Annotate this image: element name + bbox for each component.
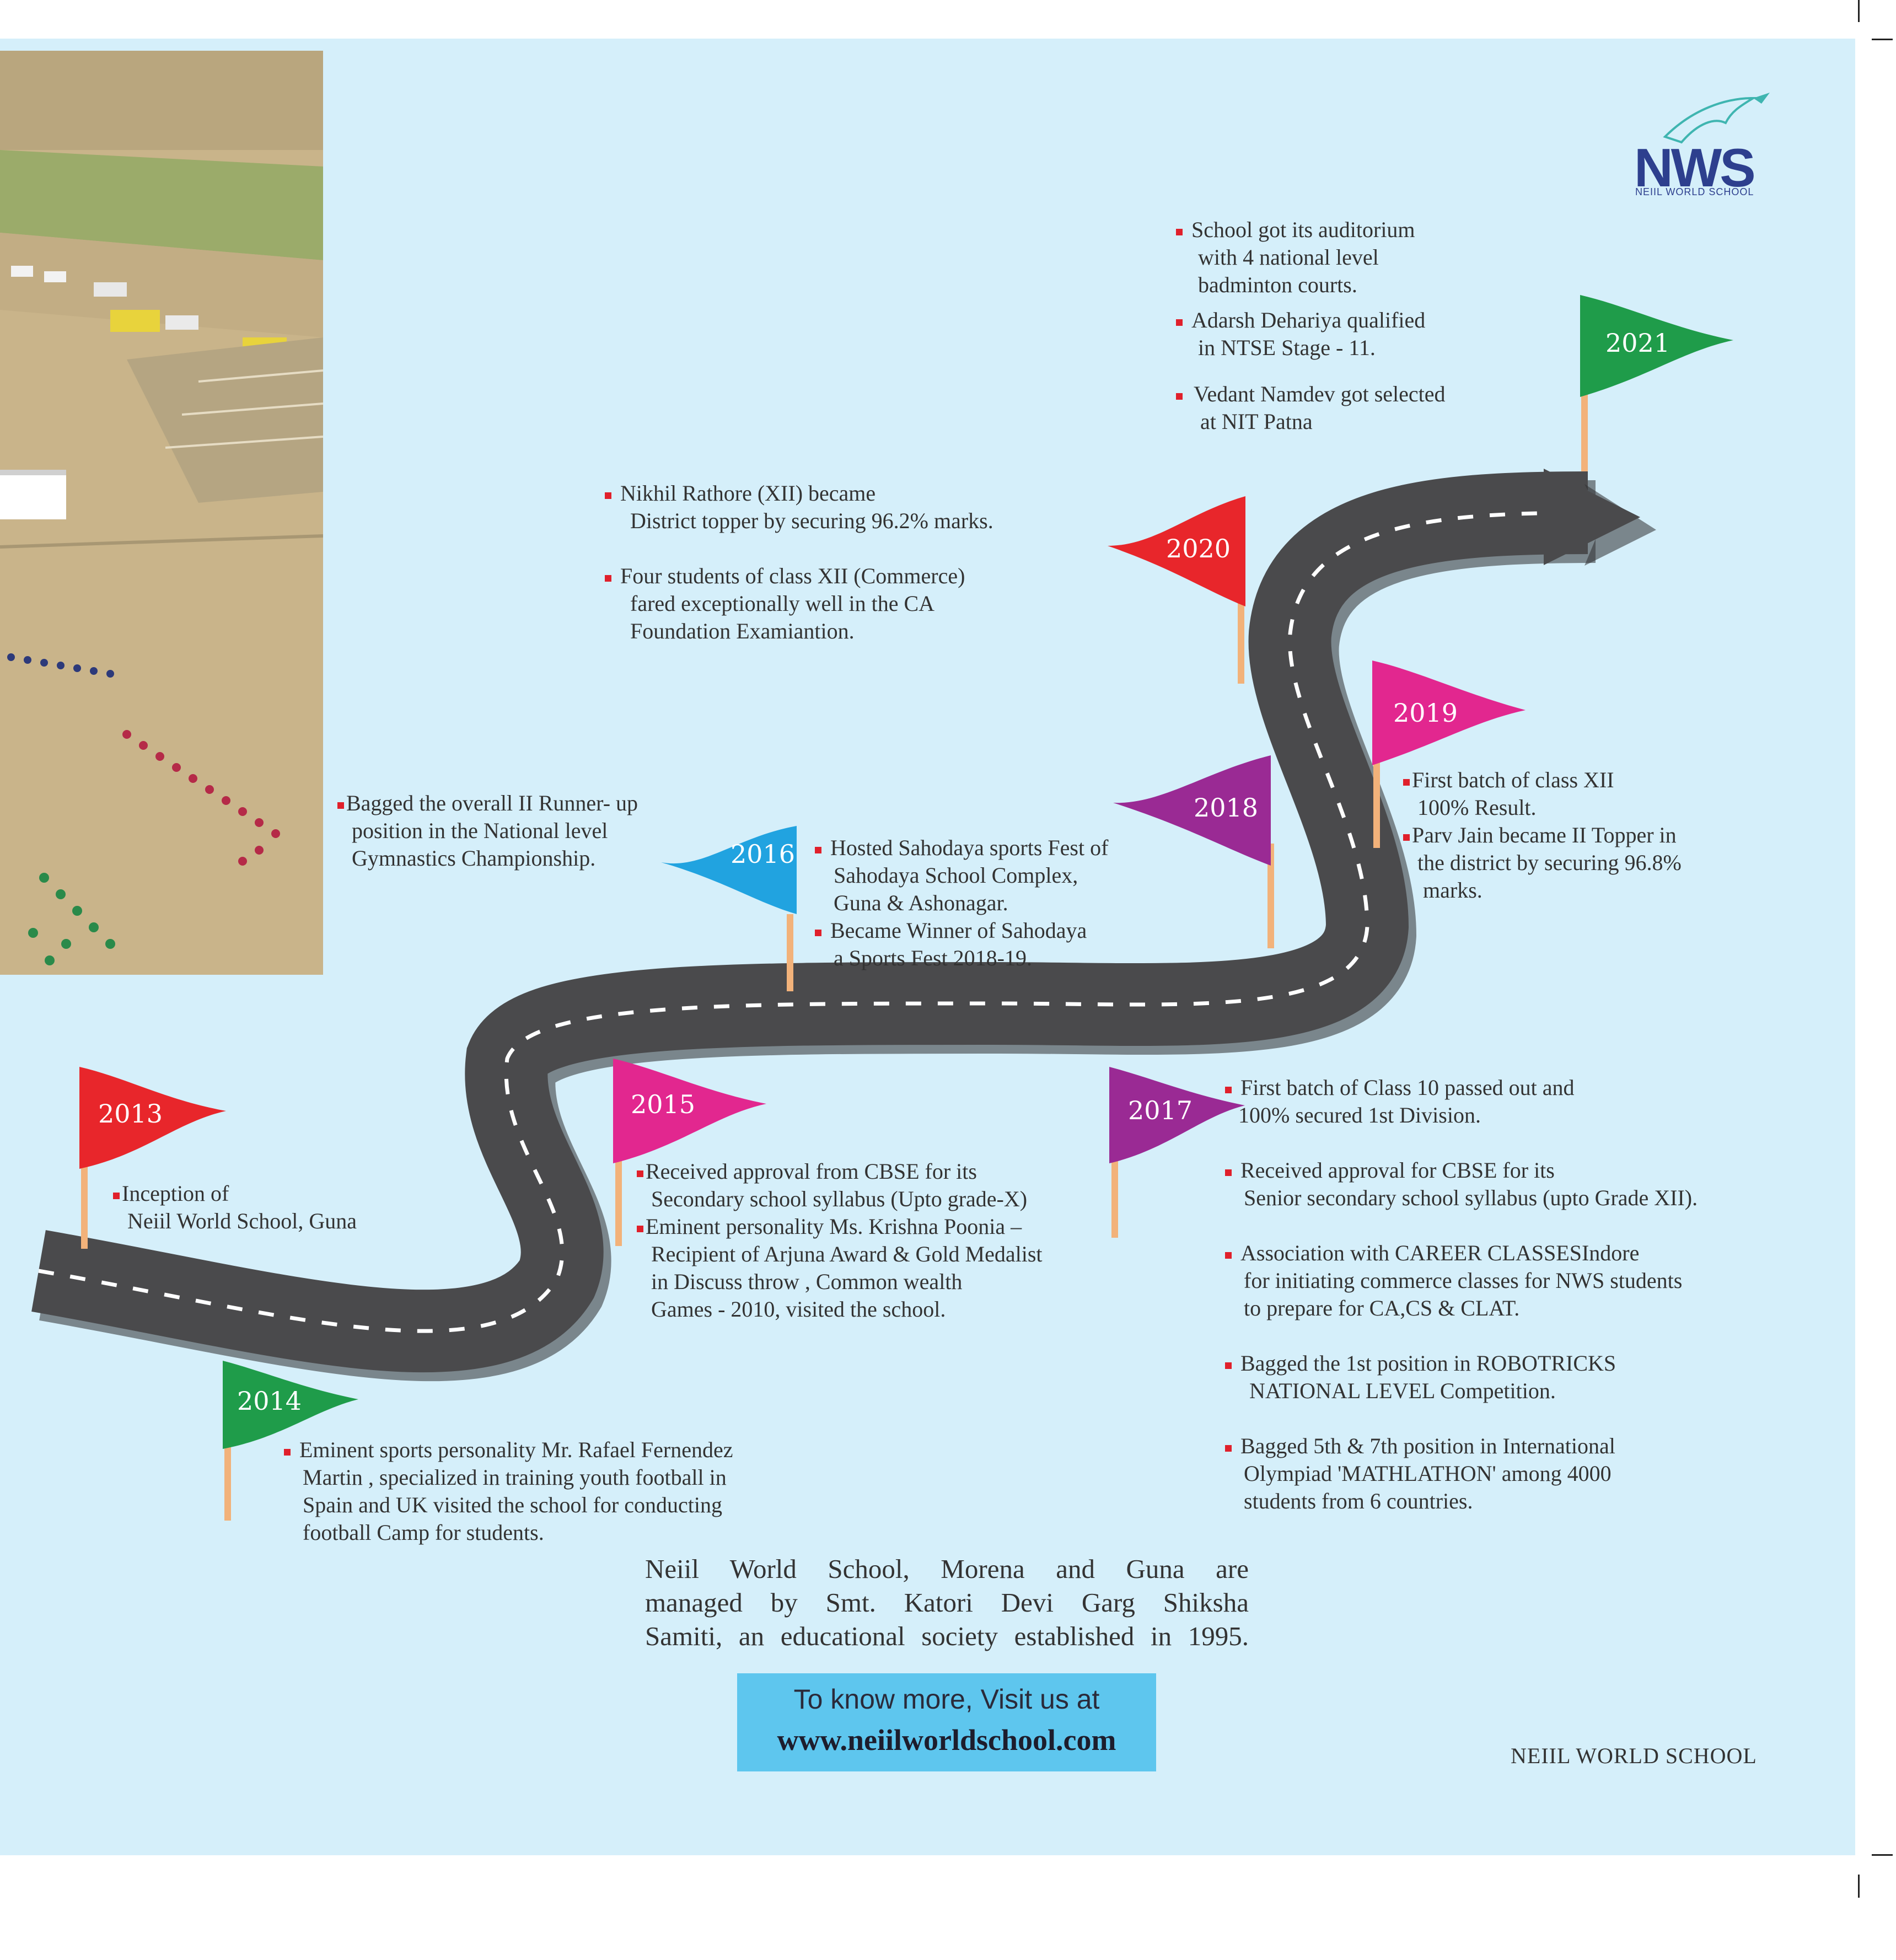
society-statement: Neiil World School, Morena and Guna are … (645, 1554, 1249, 1651)
bullet-icon (1403, 834, 1410, 841)
note-2020: Nikhil Rathore (XII) became District top… (605, 480, 993, 645)
campus-aerial-photo (0, 51, 323, 975)
bullet-icon (1403, 778, 1410, 786)
flag-2020: 2020 (1105, 496, 1254, 684)
bullet-icon (1176, 228, 1183, 235)
bullet-icon (815, 846, 821, 853)
note-2017: First batch of Class 10 passed out and 1… (1225, 1074, 1698, 1515)
flag-2021: 2021 (1578, 295, 1738, 471)
flag-2013: 2013 (77, 1067, 232, 1249)
bullet-icon (637, 1170, 643, 1177)
logo-subtext: NEIIL WORLD SCHOOL (1635, 186, 1754, 197)
flag-2014: 2014 (221, 1361, 364, 1521)
bullet-icon (1225, 1445, 1232, 1452)
visit-website-banner[interactable]: To know more, Visit us at www.neiilworld… (737, 1673, 1156, 1771)
crop-mark (1872, 39, 1893, 40)
flag-2015: 2015 (611, 1059, 771, 1246)
year-label: 2017 (1128, 1096, 1193, 1125)
bullet-icon (605, 492, 611, 499)
year-label: 2021 (1605, 328, 1671, 358)
note-2013: Inception of Neiil World School, Guna (113, 1180, 357, 1235)
note-2015: Received approval from CBSE for its Seco… (637, 1158, 1043, 1323)
crop-mark (1858, 0, 1860, 22)
year-label: 2020 (1166, 534, 1231, 563)
note-2014: Eminent sports personality Mr. Rafael Fe… (284, 1436, 733, 1546)
year-label: 2015 (631, 1089, 696, 1119)
nws-logo: NWS NEIIL WORLD SCHOOL (1632, 93, 1770, 203)
bullet-icon (1225, 1169, 1232, 1176)
flag-2018: 2018 (1111, 755, 1276, 948)
year-label: 2013 (98, 1099, 163, 1129)
year-label: 2018 (1194, 793, 1259, 823)
bullet-icon (637, 1225, 643, 1232)
flag-2019: 2019 (1370, 661, 1530, 848)
bullet-icon (284, 1448, 291, 1456)
bullet-icon (1176, 393, 1183, 400)
year-label: 2014 (237, 1386, 302, 1416)
crop-mark (1858, 1875, 1860, 1898)
flag-2017: 2017 (1107, 1067, 1256, 1238)
note-2021: School got its auditorium with 4 nationa… (1176, 216, 1446, 436)
bullet-icon (113, 1192, 120, 1199)
note-2016-sahodaya: Hosted Sahodaya sports Fest of Sahodaya … (815, 834, 1108, 972)
dolphin-logo-icon (1663, 93, 1770, 144)
bullet-icon (1225, 1252, 1232, 1259)
bullet-icon (337, 802, 344, 809)
bullet-icon (1225, 1362, 1232, 1369)
cta-text: To know more, Visit us at (793, 1684, 1100, 1715)
website-link[interactable]: www.neiilworldschool.com (777, 1723, 1116, 1757)
logo-text: NWS (1634, 137, 1756, 198)
bullet-icon (1225, 1086, 1232, 1093)
note-2016-gymnastics: Bagged the overall II Runner- up positio… (337, 790, 638, 872)
year-label: 2016 (731, 839, 796, 869)
year-label: 2019 (1393, 698, 1458, 728)
note-2019: First batch of class XII 100% Result. Pa… (1403, 766, 1682, 904)
bullet-icon (605, 574, 611, 582)
bullet-icon (1176, 319, 1183, 326)
bullet-icon (815, 929, 821, 936)
flag-2016: 2016 (659, 826, 813, 991)
footer-school-name: NEIIL WORLD SCHOOL (1511, 1743, 1757, 1768)
crop-mark (1872, 1854, 1893, 1856)
